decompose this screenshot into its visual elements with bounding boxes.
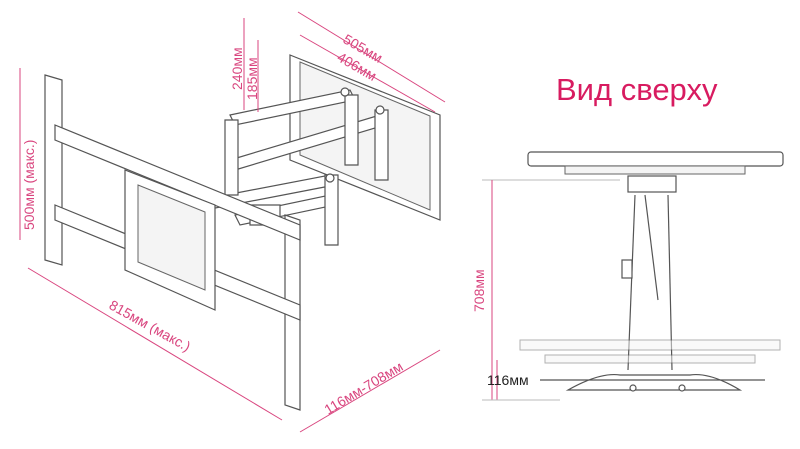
dimension-lines	[19, 11, 446, 433]
top-view-dimension-lines	[482, 179, 620, 401]
tv-crossbar-upper	[54, 124, 301, 241]
max-extension-label: 708мм	[471, 269, 487, 312]
tv-bracket-width-label: 815мм (макс.)	[107, 297, 194, 355]
plate-height-min-label: 185мм	[244, 57, 260, 100]
tv-bracket-height-label: 500мм (макс.)	[21, 140, 37, 230]
wall-plate-top	[565, 373, 743, 391]
plate-height-max-label: 240мм	[229, 47, 245, 90]
tv-bracket-top	[627, 175, 677, 193]
tv-retracted-ghost	[519, 339, 781, 351]
tv-rail-left	[44, 74, 63, 266]
tv-top-view	[527, 151, 784, 167]
top-view-title: Вид сверху	[556, 72, 718, 107]
top-view-drawing	[519, 151, 784, 392]
min-extension-label: 116мм	[487, 372, 529, 388]
extension-range-label: 116мм-708мм	[321, 358, 405, 417]
mount-perspective-drawing	[44, 54, 441, 411]
